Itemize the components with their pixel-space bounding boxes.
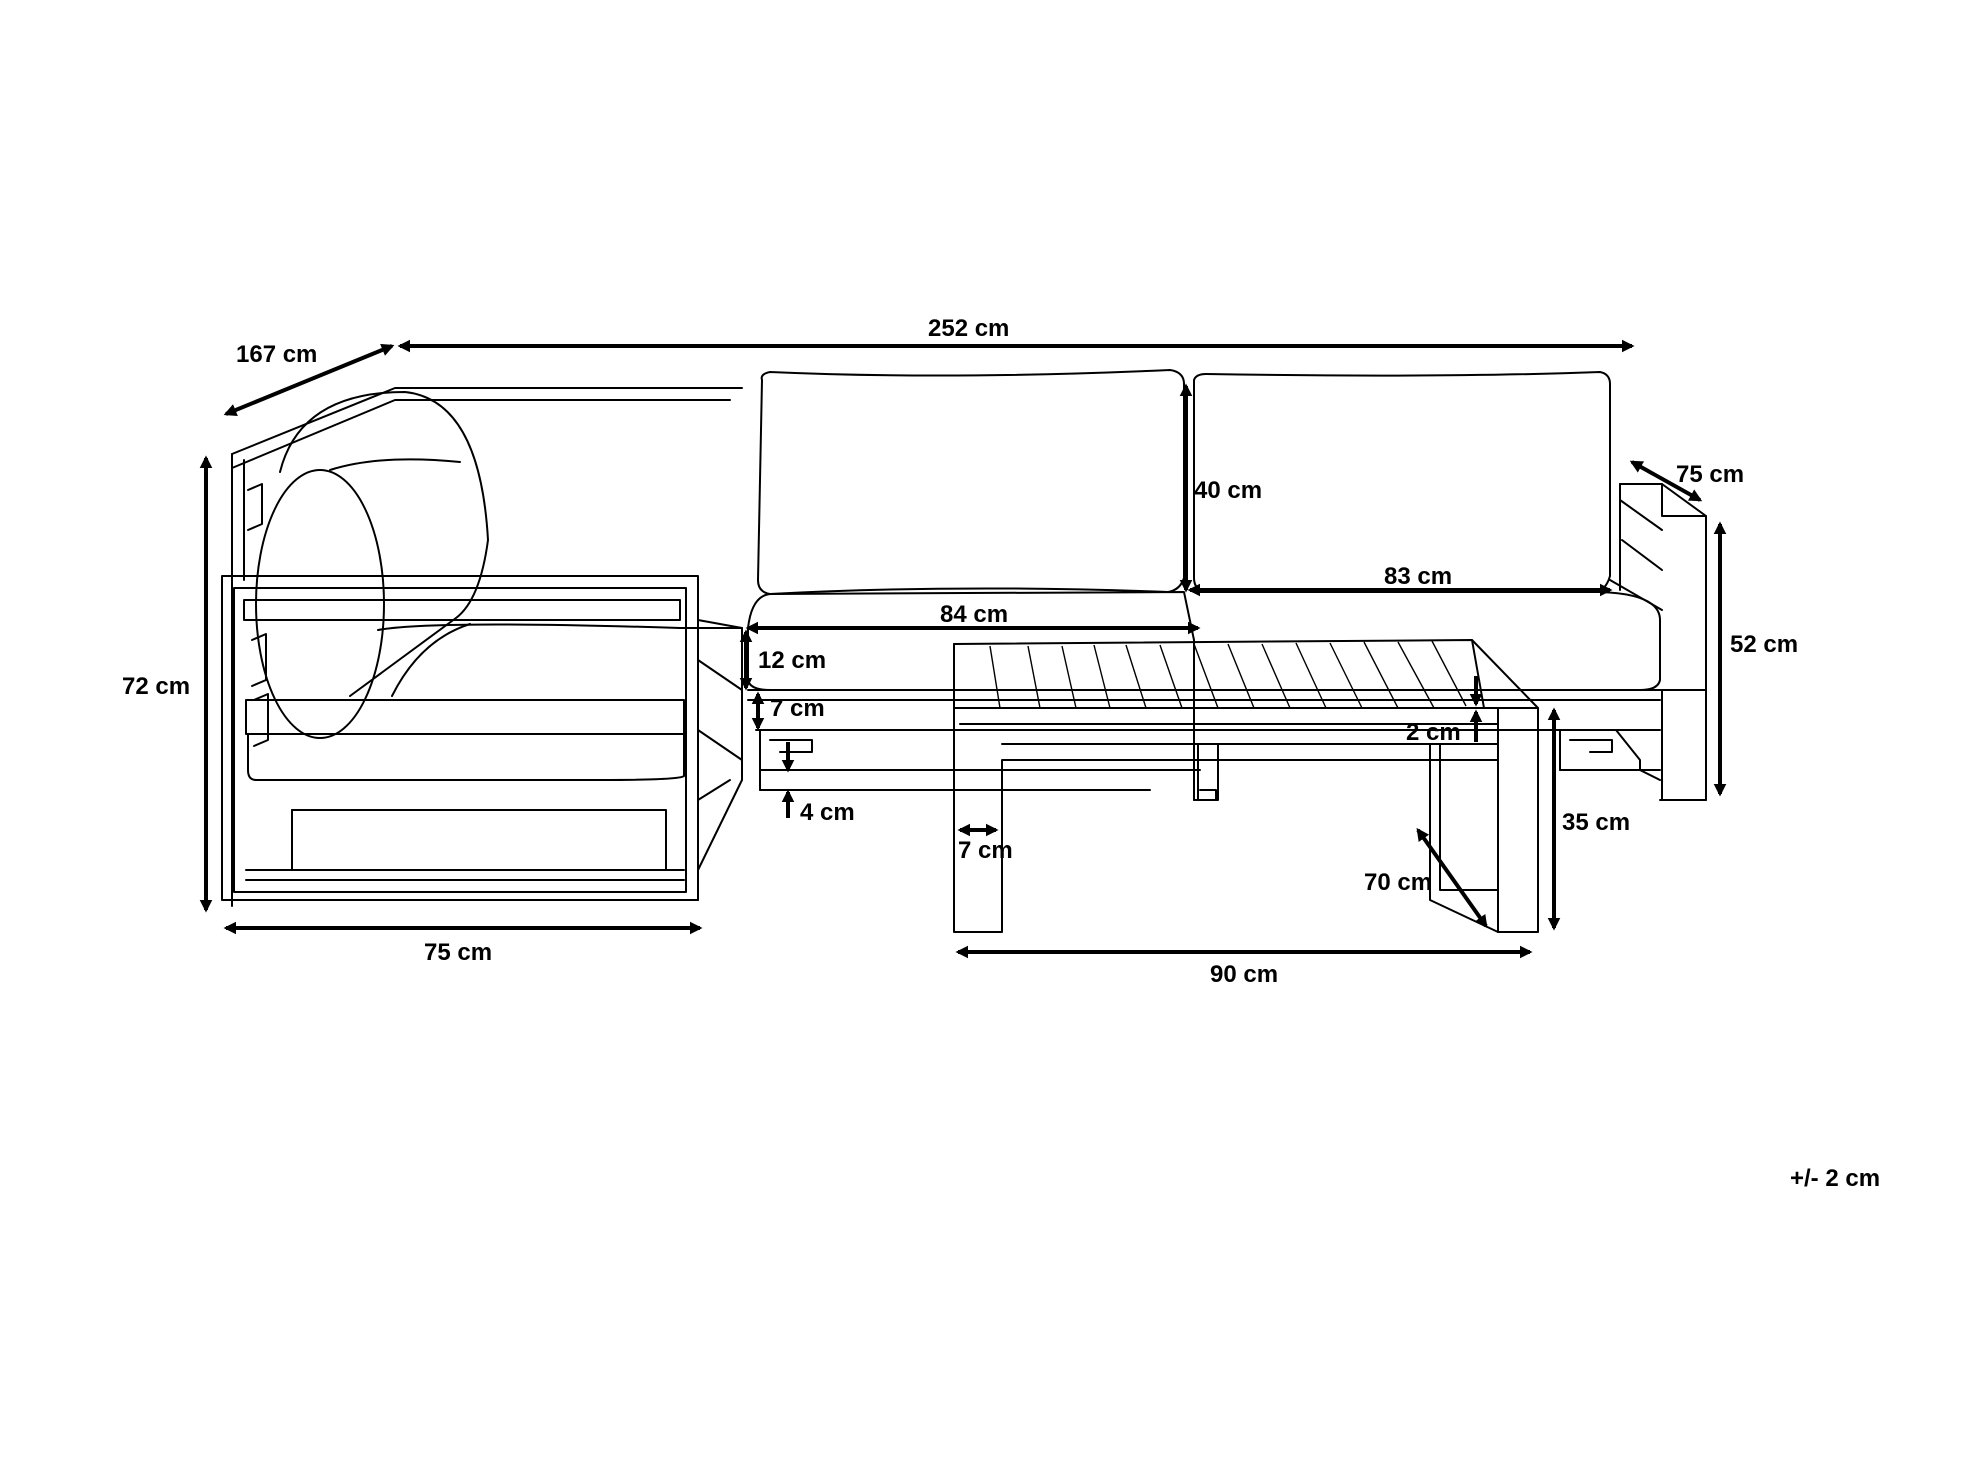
label-backrest-height: 40 cm	[1194, 477, 1262, 504]
label-ground-clearance: 4 cm	[800, 799, 855, 826]
corner-seat-cushion	[377, 623, 743, 631]
seat-base-frame	[747, 689, 1661, 801]
sofa-drawing	[221, 369, 1707, 907]
label-seat-frame-thickness: 7 cm	[770, 695, 825, 722]
depth-167-arrow	[223, 343, 395, 417]
label-armrest-depth: 75 cm	[1676, 461, 1744, 488]
label-corner-module-width: 75 cm	[424, 939, 492, 966]
label-table-width: 90 cm	[1210, 961, 1278, 988]
label-seat-width-middle: 84 cm	[940, 601, 1008, 628]
label-table-top-thickness: 2 cm	[1406, 719, 1461, 746]
label-seat-width-right: 83 cm	[1384, 563, 1452, 590]
label-armrest-height: 52 cm	[1730, 631, 1798, 658]
label-table-height: 35 cm	[1562, 809, 1630, 836]
middle-back-cushion	[757, 369, 1185, 595]
label-table-leg-width: 7 cm	[958, 837, 1013, 864]
arm-depth-75-arrow	[1629, 460, 1703, 502]
coffee-table-drawing	[953, 639, 1539, 933]
table-slats	[989, 640, 1467, 709]
corner-module-back	[231, 387, 743, 907]
bolster-pillow	[255, 391, 489, 739]
dimension-labels: 167 cm 252 cm 40 cm 75 cm 83 cm 84 cm 52…	[122, 315, 1880, 1192]
label-cushion-thickness: 12 cm	[758, 647, 826, 674]
tolerance-note: +/- 2 cm	[1790, 1165, 1880, 1192]
label-table-depth: 70 cm	[1364, 869, 1432, 896]
corner-module-frame	[221, 575, 743, 901]
label-overall-width: 252 cm	[928, 315, 1009, 342]
label-overall-height: 72 cm	[122, 673, 190, 700]
table-depth-70-arrow	[1416, 827, 1488, 929]
dimension-lines	[199, 339, 1727, 959]
label-overall-depth: 167 cm	[236, 341, 317, 368]
right-armrest	[1609, 483, 1707, 801]
